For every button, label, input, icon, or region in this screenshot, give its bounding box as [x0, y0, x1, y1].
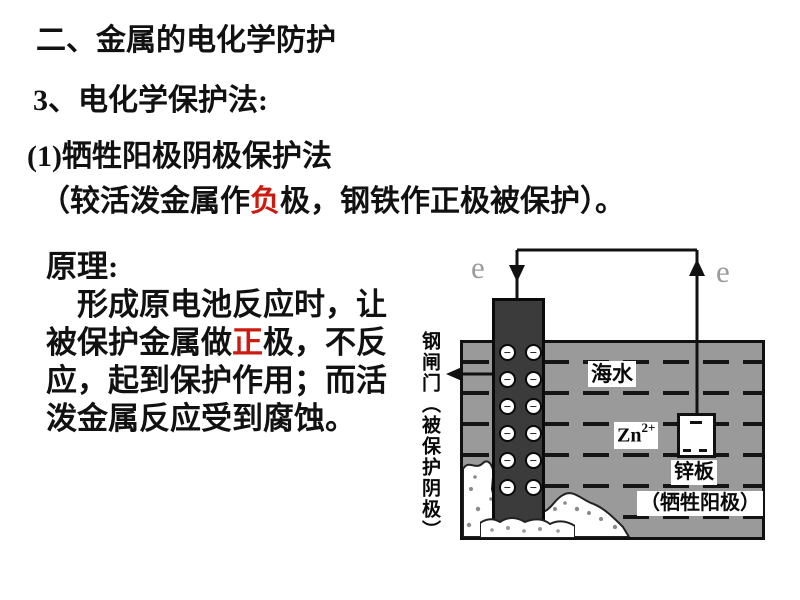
zinc-plate-mark	[690, 421, 702, 424]
method-note-pre: （较活泼金属作	[40, 185, 250, 218]
principle-line: 形成原电池反应时，让	[77, 287, 387, 322]
method-note-red-char: 负	[250, 185, 280, 218]
minus-charge-icon: −	[499, 452, 516, 469]
principle-red-char: 正	[232, 325, 263, 360]
slide-subtitle: 3、电化学保护法:	[33, 84, 268, 117]
steel-gate-label: 钢闸门︵被保护阴极︶	[419, 331, 440, 541]
zinc-plate-mark	[699, 449, 707, 452]
minus-charge-icon: −	[525, 452, 542, 469]
electron-arrow-down-icon	[509, 265, 525, 282]
principle-line: 被保护金属做正极，不反	[46, 324, 446, 362]
minus-charge-icon: −	[525, 479, 542, 496]
minus-charge-icon: −	[499, 479, 516, 496]
sacrificial-anode-label: （牺牲阳极）	[637, 491, 763, 516]
page-title: 二、金属的电化学防护	[36, 24, 336, 57]
principle-line2-post: 极，不反	[263, 325, 387, 360]
principle-block: 原理: 形成原电池反应时，让 被保护金属做正极，不反 应，起到保护作用；而活 泼…	[46, 248, 446, 438]
minus-charge-icon: −	[499, 425, 516, 442]
principle-heading: 原理:	[46, 249, 119, 284]
minus-charge-icon: −	[525, 344, 542, 361]
minus-charge-icon: −	[499, 344, 516, 361]
electron-arrow-up-icon	[689, 259, 705, 276]
protection-diagram: −−−−−−−−−−−− e e 海水 Zn2+	[410, 240, 800, 575]
minus-charge-icon: −	[525, 425, 542, 442]
steel-electrode: −−−−−−−−−−−−	[492, 298, 545, 528]
minus-charge-icon: −	[499, 371, 516, 388]
seawater-label: 海水	[588, 361, 636, 388]
method-note: （较活泼金属作负极，钢铁作正极被保护）。	[40, 185, 625, 219]
seabed-rocks-front	[480, 517, 575, 538]
electron-label-right: e	[716, 254, 730, 289]
zinc-ion-charge: 2+	[641, 420, 656, 435]
method-note-post: 极，钢铁作正极被保护）。	[280, 185, 625, 218]
zinc-plate-mark	[683, 449, 691, 452]
minus-charge-icon: −	[525, 371, 542, 388]
zinc-ion-label: Zn2+	[614, 420, 659, 449]
zinc-plate	[677, 413, 716, 458]
principle-line2-pre: 被保护金属做	[46, 325, 232, 360]
electron-label-left: e	[471, 250, 485, 285]
principle-line: 泼金属反应受到腐蚀。	[46, 401, 356, 436]
method-title: (1)牺牲阳极阴极保护法	[27, 140, 332, 173]
minus-charge-icon: −	[525, 398, 542, 415]
zinc-plate-label: 锌板	[671, 460, 717, 485]
principle-line: 应，起到保护作用；而活	[46, 363, 387, 398]
zinc-ion-base: Zn	[617, 424, 642, 447]
minus-charge-icon: −	[499, 398, 516, 415]
